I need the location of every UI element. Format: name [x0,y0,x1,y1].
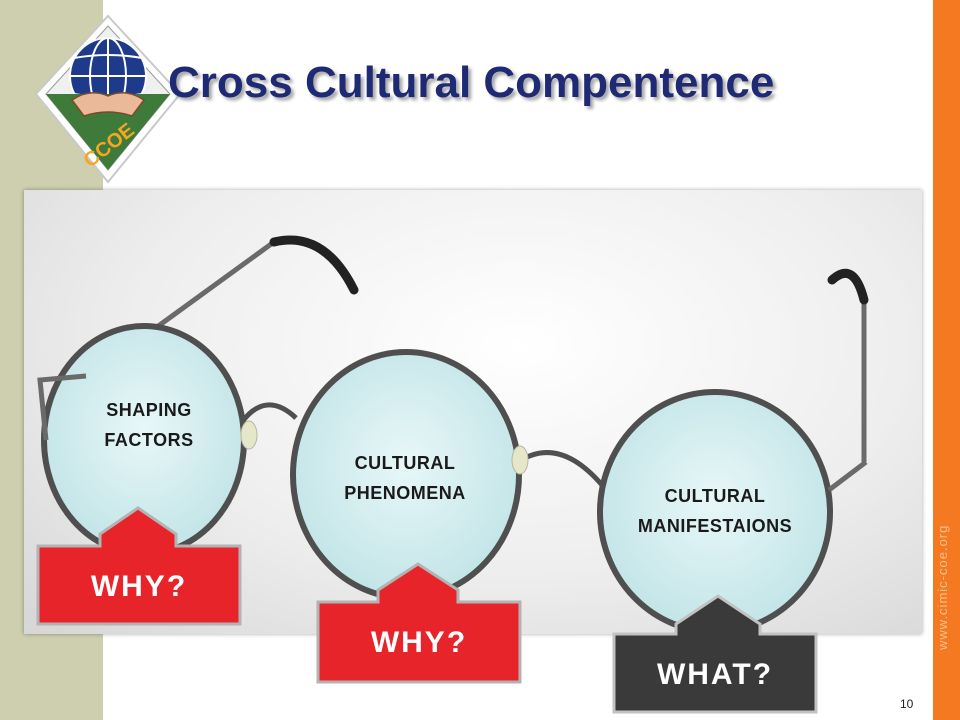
right-side-band [933,0,960,720]
what-arrow: WHAT? [610,592,822,716]
why-arrow-2: WHY? [314,560,526,686]
arrow-label: WHY? [91,570,187,603]
why-arrow-1: WHY? [34,504,246,628]
page-number: 10 [900,697,914,711]
lens-label-line1: SHAPING [106,400,192,420]
lens-label-cultural-phenomena: CULTURAL PHENOMENA [310,448,500,508]
lens-label-shaping-factors: SHAPING FACTORS [84,395,214,455]
lens-label-line2: MANIFESTAIONS [637,516,793,536]
slide-title: Cross Cultural Compentence [168,58,775,107]
arrow-label: WHY? [371,626,467,659]
lens-label-line2: FACTORS [104,430,194,450]
lens-label-line1: CULTURAL [354,453,456,473]
lens-label-cultural-manifestations: CULTURAL MANIFESTAIONS [595,481,835,541]
lens-label-line2: PHENOMENA [344,483,466,503]
website-url: www.cimic-coe.org [935,524,950,650]
ccoe-logo: CCOE [28,12,188,187]
arrow-label: WHAT? [657,658,773,691]
lens-label-line1: CULTURAL [664,486,766,506]
